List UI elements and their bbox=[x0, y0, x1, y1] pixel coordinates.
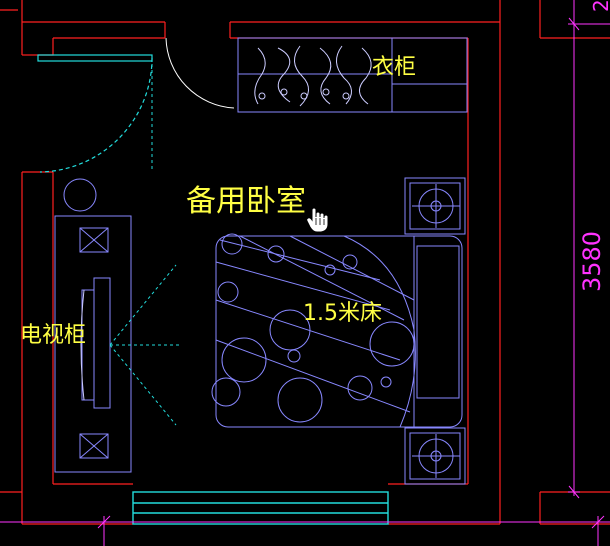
wardrobe bbox=[237, 37, 468, 113]
tv-view-lines bbox=[109, 264, 182, 426]
bed bbox=[211, 233, 463, 428]
tv-cabinet-label: 电视柜 bbox=[20, 323, 86, 348]
wardrobe-label: 衣柜 bbox=[372, 55, 416, 80]
window-bottom bbox=[132, 491, 389, 525]
dimension-top-fragment: 2 bbox=[589, 0, 610, 12]
dimension-value: 3580 bbox=[578, 231, 606, 292]
tv-cabinet bbox=[54, 178, 132, 473]
nightstand-top bbox=[404, 177, 466, 235]
hand-pointer-icon bbox=[306, 207, 329, 233]
nightstand-bottom bbox=[404, 427, 466, 485]
door-swing-arc bbox=[165, 37, 235, 109]
bed-label: 1.5米床 bbox=[303, 301, 382, 326]
door bbox=[37, 54, 153, 173]
room-label: 备用卧室 bbox=[186, 184, 306, 219]
